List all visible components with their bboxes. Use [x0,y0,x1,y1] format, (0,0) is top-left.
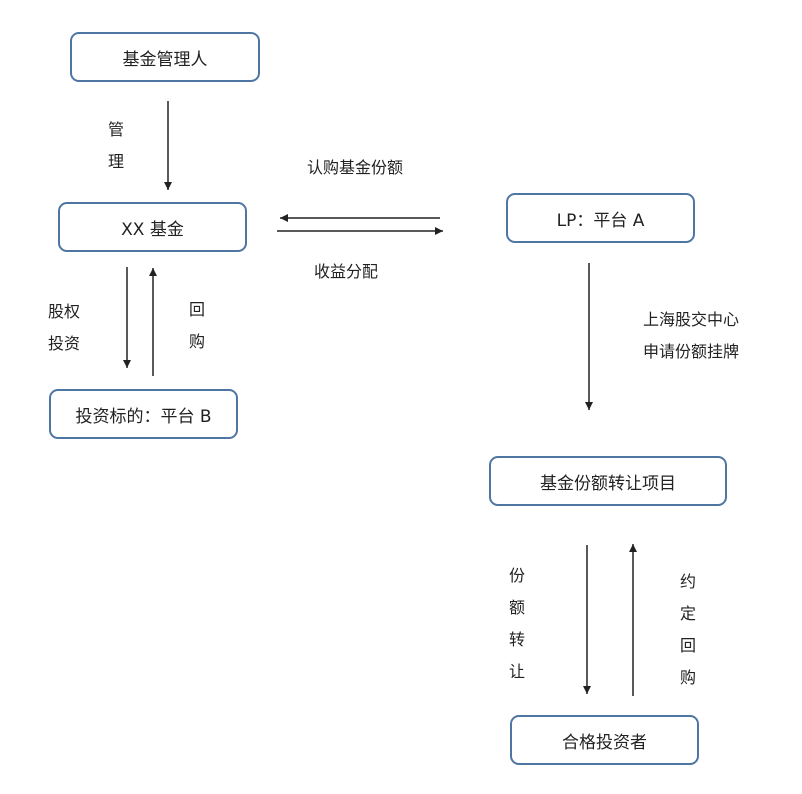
node-fund-share-transfer-project: 基金份额转让项目 [489,456,727,506]
label-agreed-buyback: 约 定 回 购 [678,566,698,694]
label-share-transfer-char-1: 份 [508,566,525,585]
label-buyback-char-2: 购 [188,332,205,351]
label-buyback-char-1: 回 [188,300,205,319]
node-lp-platform-a: LP：平台 A [506,193,695,243]
node-qualified-investor: 合格投资者 [510,715,699,765]
label-agreed-buyback-char-4: 购 [679,668,696,687]
label-agreed-buyback-char-3: 回 [679,636,696,655]
label-profit-distribution: 收益分配 [314,262,379,281]
label-agreed-buyback-char-2: 定 [679,604,696,623]
node-fund-manager: 基金管理人 [70,32,260,82]
label-manage: 管 理 [106,114,126,178]
label-manage-char-2: 理 [107,152,124,171]
label-share-transfer: 份 额 转 让 [507,560,527,688]
label-shanghai-equity-exchange: 上海股交中心 [643,310,740,329]
label-subscribe-fund-shares: 认购基金份额 [307,158,404,177]
label-equity: 股权 [48,302,81,321]
label-buyback: 回 购 [187,294,207,358]
label-share-transfer-char-4: 让 [508,662,525,681]
label-apply-share-listing: 申请份额挂牌 [643,342,740,361]
label-share-transfer-char-2: 额 [508,598,525,617]
label-manage-char-1: 管 [107,120,124,139]
label-share-transfer-char-3: 转 [508,630,525,649]
label-agreed-buyback-char-1: 约 [679,572,696,591]
label-invest: 投资 [48,334,81,353]
node-investment-target: 投资标的：平台 B [49,389,238,439]
node-xx-fund: XX 基金 [58,202,247,252]
